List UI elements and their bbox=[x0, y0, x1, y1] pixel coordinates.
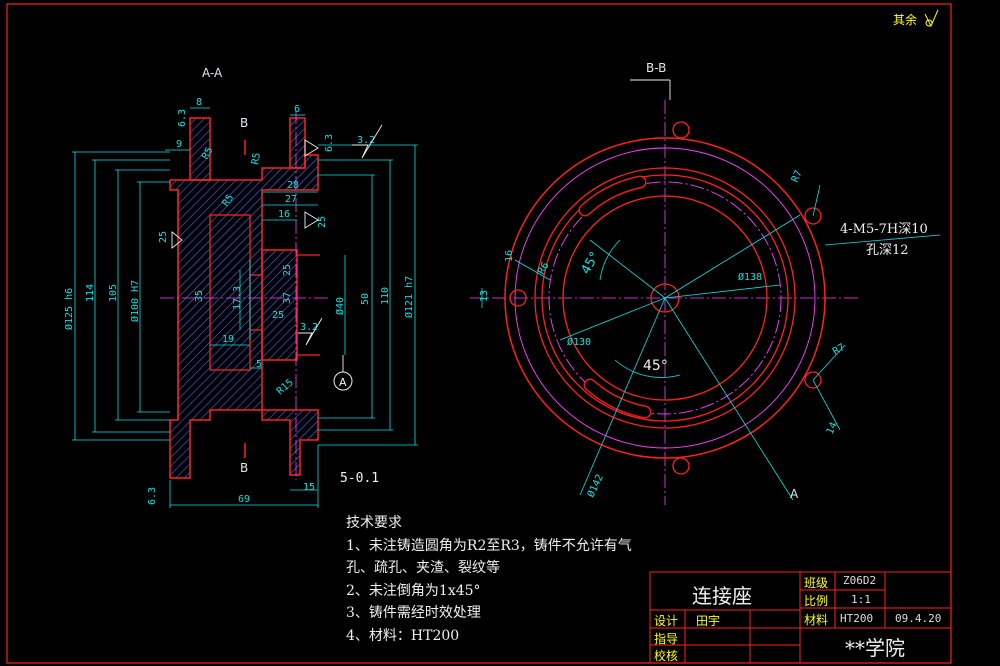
dim-r15: R15 bbox=[275, 377, 296, 397]
dim-35: 35 bbox=[194, 290, 205, 302]
designer-value: 田宇 bbox=[696, 614, 721, 628]
dim-r5a: R5 bbox=[200, 146, 216, 162]
section-bb-view: B-B bbox=[470, 61, 941, 505]
technical-requirements: 技术要求 1、未注铸造圆角为R2至R3，铸件不允许有气 孔、疏孔、夹渣、裂纹等 … bbox=[346, 512, 632, 647]
rough-3-2b: 3.2 bbox=[300, 322, 318, 333]
dim-dia138: Ø138 bbox=[738, 271, 762, 283]
dim-25c: 25 bbox=[282, 264, 293, 276]
dim-8: 8 bbox=[196, 97, 202, 108]
notes-line-5: 4、材料：HT200 bbox=[346, 627, 460, 644]
dim-15: 15 bbox=[303, 482, 315, 493]
dim-dia125: Ø125 h6 bbox=[63, 288, 75, 330]
notes-line-2: 孔、疏孔、夹渣、裂纹等 bbox=[346, 560, 500, 576]
dim-dia40: Ø40 bbox=[334, 297, 346, 315]
thread-callout-2: 孔深12 bbox=[866, 243, 909, 258]
dim-r6: R6 bbox=[536, 261, 552, 277]
dim-105: 105 bbox=[108, 284, 119, 302]
angle-45a: 45° bbox=[578, 250, 603, 277]
dim-50: 50 bbox=[360, 293, 371, 305]
dim-27: 27 bbox=[285, 194, 297, 205]
school-name: **学院 bbox=[845, 636, 905, 660]
dim-14: 14 bbox=[825, 421, 840, 437]
top-flange-right bbox=[289, 117, 306, 169]
center-hole bbox=[650, 283, 680, 313]
scale-label: 比例 bbox=[804, 594, 829, 608]
section-aa-label: A-A bbox=[202, 66, 223, 80]
rough-3-2a: 3.2 bbox=[357, 135, 375, 146]
section-bb-label: B-B bbox=[646, 61, 666, 75]
cut-b-top-label: B bbox=[240, 116, 248, 130]
dim-25b: 25 bbox=[317, 216, 328, 228]
inner-boss bbox=[261, 249, 298, 361]
cut-b-bottom-label: B bbox=[240, 461, 248, 475]
rough-6-3b: 6.3 bbox=[324, 134, 335, 152]
thread-callout-1: 4-M5-7H深10 bbox=[840, 222, 928, 237]
surface-finish-note: 其余 bbox=[893, 12, 917, 27]
dim-17-3: 17.3 bbox=[232, 286, 243, 310]
date: 09.4.20 bbox=[895, 612, 942, 625]
class-label: 班级 bbox=[804, 576, 829, 590]
tolerance-5: 5-0.1 bbox=[340, 471, 379, 486]
designer-label: 设计 bbox=[654, 614, 679, 628]
dim-25a: 25 bbox=[158, 231, 169, 243]
roughness-symbol-icon bbox=[924, 9, 939, 28]
class-value: Z06D2 bbox=[843, 574, 877, 587]
top-flange-left bbox=[189, 117, 211, 181]
dim-dia121: Ø121 h7 bbox=[403, 276, 415, 318]
dim-r7b: R7 bbox=[831, 342, 847, 358]
part-name: 连接座 bbox=[692, 584, 752, 608]
dim-19: 19 bbox=[222, 334, 234, 345]
material-value: HT200 bbox=[840, 612, 874, 625]
dim-5: 5 bbox=[256, 359, 262, 370]
material-label: 材料 bbox=[804, 613, 829, 627]
cut-a-label: A bbox=[790, 487, 799, 501]
dim-37: 37 bbox=[282, 292, 293, 304]
bolt-circle bbox=[514, 147, 816, 449]
dim-69: 69 bbox=[238, 494, 250, 505]
rough-6-3c: 6.3 bbox=[147, 487, 158, 505]
dim-dia130: Ø130 bbox=[567, 336, 591, 348]
drawing-border bbox=[6, 3, 952, 664]
hatched-body bbox=[169, 154, 319, 479]
angle-45b: 45° bbox=[643, 358, 668, 374]
scale-value: 1:1 bbox=[851, 593, 871, 606]
dim-114: 114 bbox=[85, 284, 96, 302]
dim-9: 9 bbox=[176, 139, 182, 150]
dim-13: 13 bbox=[479, 290, 490, 302]
advisor-label: 指导 bbox=[654, 632, 679, 646]
dim-r7a: R7 bbox=[790, 169, 805, 185]
notes-line-3: 2、未注倒角为1x45° bbox=[346, 582, 481, 599]
datum-a-label: A bbox=[339, 376, 347, 389]
dim-dia100: Ø100 H7 bbox=[129, 280, 141, 322]
dim-16-bb: 16 bbox=[504, 250, 515, 262]
dim-r5b: R5 bbox=[250, 152, 263, 166]
rough-6-3a: 6.3 bbox=[177, 109, 188, 127]
checker-label: 校核 bbox=[654, 649, 679, 663]
title-block bbox=[649, 571, 952, 664]
dim-16: 16 bbox=[278, 209, 290, 220]
dim-6: 6 bbox=[294, 104, 300, 115]
dim-28: 28 bbox=[287, 180, 299, 191]
notes-line-4: 3、铸件需经时效处理 bbox=[346, 605, 481, 621]
dim-25d: 25 bbox=[272, 310, 284, 321]
notes-line-1: 1、未注铸造圆角为R2至R3，铸件不允许有气 bbox=[346, 537, 632, 554]
notes-title: 技术要求 bbox=[346, 515, 402, 531]
dim-110: 110 bbox=[380, 287, 391, 305]
outer-circle bbox=[504, 137, 826, 459]
section-aa-view: A-A B B bbox=[63, 66, 418, 508]
